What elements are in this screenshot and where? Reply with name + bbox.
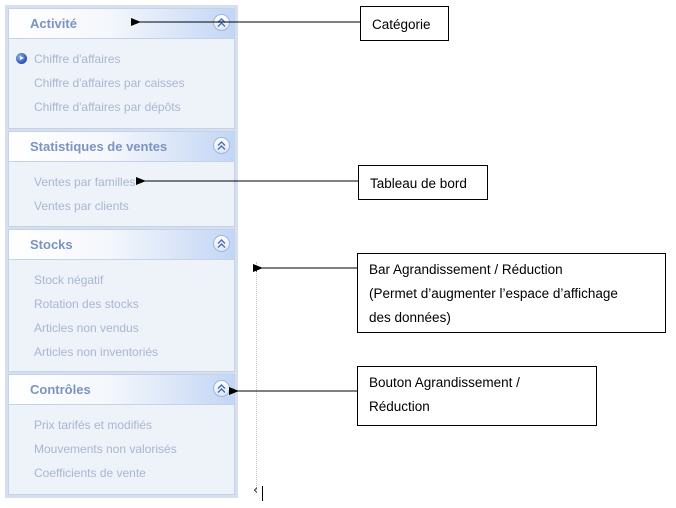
callout-text: Réduction (369, 399, 430, 414)
menu-item-mouvements-non-valorises[interactable]: Mouvements non valorisés (9, 437, 234, 461)
category-title: Statistiques de ventes (30, 139, 168, 154)
category-controles: Contrôles Prix tarifés et modifiés Mouve… (8, 374, 235, 495)
callout-bar-agrandissement: Bar Agrandissement / Réduction (Permet d… (357, 253, 666, 333)
menu-item-rotation-stocks[interactable]: Rotation des stocks (9, 292, 234, 316)
menu-item-label: Chiffre d'affaires par dépôts (34, 100, 181, 114)
menu-item-ventes-familles[interactable]: Ventes par familles (9, 170, 234, 194)
menu-item-label: Rotation des stocks (34, 297, 139, 311)
collapse-button[interactable] (213, 235, 230, 252)
callout-text: (Permet d’augmenter l’espace d’affichage (369, 286, 618, 301)
double-chevron-up-icon (217, 141, 226, 150)
category-title: Contrôles (30, 382, 91, 397)
text-cursor (262, 486, 263, 501)
callout-tableau-de-bord: Tableau de bord (358, 165, 488, 200)
menu-item-ca-par-depots[interactable]: Chiffre d'affaires par dépôts (9, 95, 234, 119)
category-header-statistiques[interactable]: Statistiques de ventes (9, 132, 234, 162)
menu-item-ca-par-caisses[interactable]: Chiffre d'affaires par caisses (9, 71, 234, 95)
menu-item-coefficients-vente[interactable]: Coefficients de vente (9, 461, 234, 485)
chevron-left-icon[interactable]: ‹ (253, 483, 259, 498)
menu-item-label: Stock négatif (34, 273, 104, 287)
menu-item-label: Articles non vendus (34, 321, 139, 335)
menu-item-label: Chiffre d'affaires par caisses (34, 76, 185, 90)
double-chevron-up-icon (217, 239, 226, 248)
double-chevron-up-icon (217, 18, 226, 27)
category-statistiques-ventes: Statistiques de ventes Ventes par famill… (8, 131, 235, 227)
menu-item-label: Mouvements non valorisés (34, 442, 177, 456)
collapse-button[interactable] (213, 137, 230, 154)
callout-text: Bouton Agrandissement / (369, 375, 520, 390)
menu-item-chiffre-affaires[interactable]: Chiffre d'affaires (9, 47, 234, 71)
callout-categorie: Catégorie (360, 6, 449, 41)
category-header-controles[interactable]: Contrôles (9, 375, 234, 405)
callout-text: Tableau de bord (370, 176, 467, 191)
navigation-panel: Activité Chiffre d'affaires Chiffre d'af… (5, 5, 238, 498)
play-bullet-icon (16, 53, 27, 64)
callout-text: Catégorie (372, 17, 431, 32)
resize-bar[interactable] (256, 262, 259, 490)
menu-item-articles-non-inventories[interactable]: Articles non inventoriés (9, 340, 234, 364)
category-header-stocks[interactable]: Stocks (9, 230, 234, 260)
menu-item-articles-non-vendus[interactable]: Articles non vendus (9, 316, 234, 340)
menu-item-label: Articles non inventoriés (34, 345, 159, 359)
double-chevron-up-icon (217, 384, 226, 393)
menu-item-stock-negatif[interactable]: Stock négatif (9, 268, 234, 292)
category-title: Stocks (30, 237, 73, 252)
menu-item-label: Ventes par familles (34, 175, 136, 189)
menu-item-ventes-clients[interactable]: Ventes par clients (9, 194, 234, 218)
menu-item-label: Prix tarifés et modifiés (34, 418, 153, 432)
menu-item-prix-tarifes[interactable]: Prix tarifés et modifiés (9, 413, 234, 437)
menu-item-label: Chiffre d'affaires (34, 52, 121, 66)
category-title: Activité (30, 16, 77, 31)
callout-text: Bar Agrandissement / Réduction (369, 262, 563, 277)
category-stocks: Stocks Stock négatif Rotation des stocks… (8, 229, 235, 372)
menu-item-label: Coefficients de vente (34, 466, 146, 480)
menu-item-label: Ventes par clients (34, 199, 129, 213)
callout-text: des données) (369, 310, 451, 325)
callout-bouton-agrandissement: Bouton Agrandissement / Réduction (357, 366, 597, 426)
